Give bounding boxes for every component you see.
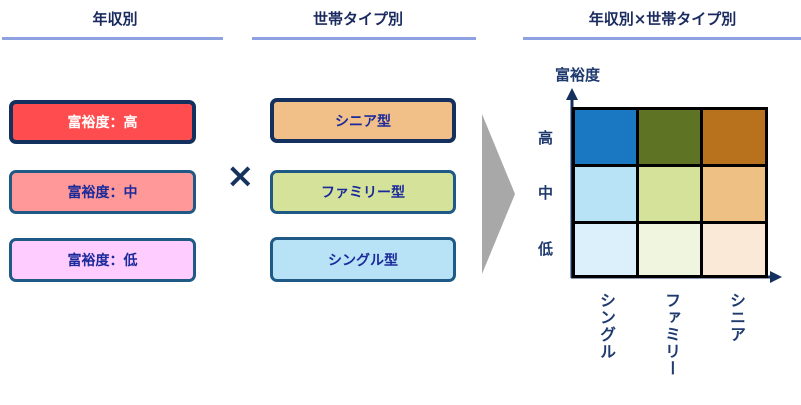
heading-income: 年収別 <box>92 10 138 28</box>
household-box-single-label: シングル型 <box>328 252 398 269</box>
cell-low-family <box>636 221 703 278</box>
cell-high-senior <box>700 107 768 167</box>
income-box-mid: 富裕度：中 <box>9 170 196 214</box>
cell-low-senior <box>700 221 768 278</box>
x-label-single: シングル <box>597 292 616 360</box>
chevron-right-arrow-icon <box>482 114 515 274</box>
heading-household-rule <box>252 37 476 40</box>
household-box-family-label: ファミリー型 <box>321 185 405 201</box>
cell-high-family <box>636 107 703 167</box>
household-box-single: シングル型 <box>270 237 456 282</box>
cell-low-single <box>572 221 639 278</box>
heading-household: 世帯タイプ別 <box>312 10 403 28</box>
cell-mid-single <box>572 164 639 224</box>
multiply-icon: × <box>226 156 255 196</box>
heading-combined-rule <box>523 37 801 40</box>
x-label-senior: シニア <box>727 292 746 343</box>
income-box-low-label: 富裕度：低 <box>67 253 138 269</box>
household-box-senior-label: シニア型 <box>335 113 391 130</box>
income-box-high: 富裕度：高 <box>9 100 196 144</box>
income-box-mid-label: 富裕度：中 <box>67 185 138 201</box>
heading-income-rule <box>2 37 223 40</box>
x-label-family: ファミリー <box>662 292 681 377</box>
household-box-family: ファミリー型 <box>270 170 456 214</box>
y-label-low: 低 <box>538 240 554 258</box>
income-box-low: 富裕度：低 <box>9 238 196 282</box>
income-box-high-label: 富裕度：高 <box>67 115 138 131</box>
cell-mid-family <box>636 164 703 224</box>
heading-combined: 年収別×世帯タイプ別 <box>588 10 737 28</box>
y-axis-title: 富裕度 <box>555 66 601 84</box>
y-label-mid: 中 <box>538 184 554 202</box>
household-box-senior: シニア型 <box>270 98 456 143</box>
cell-mid-senior <box>700 164 768 224</box>
y-label-high: 高 <box>538 129 554 147</box>
cell-high-single <box>572 107 639 167</box>
